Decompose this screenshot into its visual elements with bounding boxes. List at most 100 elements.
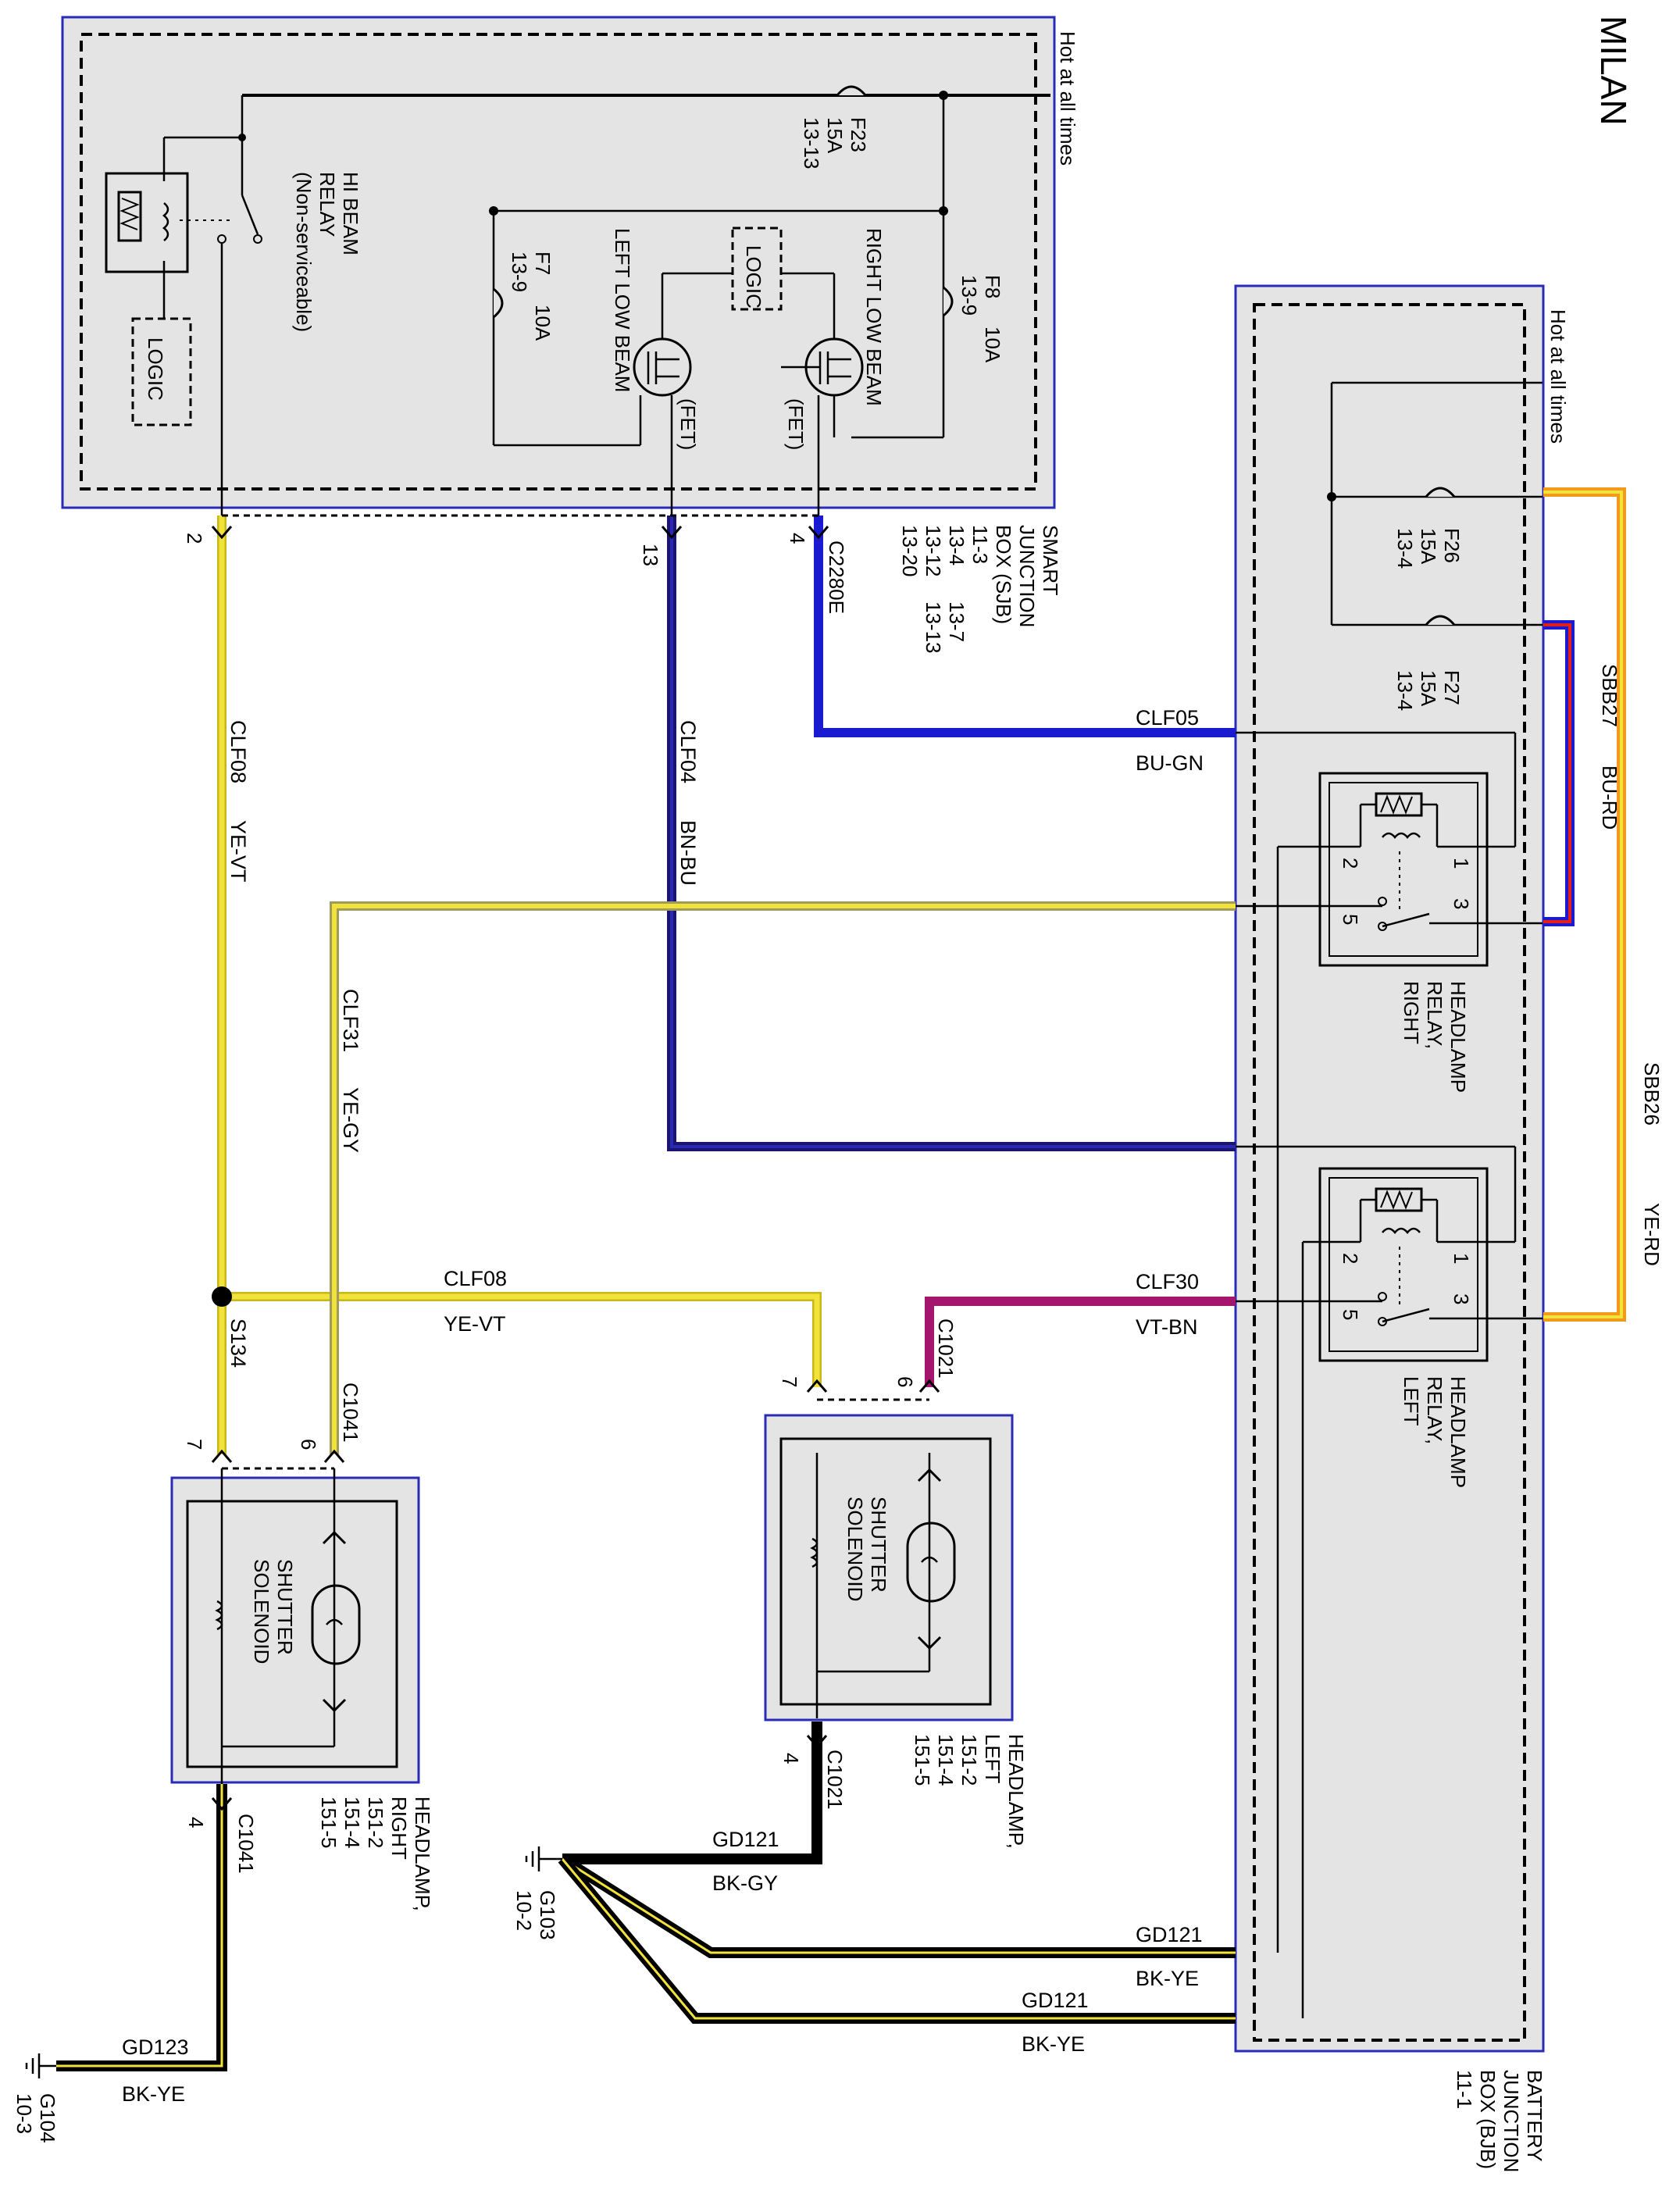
wire-gd121-ye2-color: BK-YE [1022,2032,1085,2056]
hi-beam-relay-line2: RELAY [316,172,339,237]
wire-clf04-id: CLF04 [676,720,700,783]
headlamp-relay-right [1318,772,1489,967]
sjb-ref-4: 13-20 [898,525,922,577]
fuse-f23-name: F23 [847,117,870,152]
headlamp-left-name-line1: HEADLAMP, [1004,1734,1028,1849]
fuse-f26-name: F26 [1440,528,1464,563]
headlamp-right-pin-6: 6 [297,1439,320,1450]
sjb-pin-4: 4 [786,533,809,544]
ground-g103-name: G103 [536,1890,559,1940]
fet-left-label: (FET) [676,398,700,450]
headlamp-right-name-line1: HEADLAMP, [411,1796,434,1911]
fet-right-label: (FET) [784,398,808,450]
ground-symbol-g103 [525,1846,562,1871]
headlamp-left-connector-top: C1021 [934,1318,958,1379]
headlamp-left-connector-bottom: C1021 [823,1750,847,1810]
relay-right-line3: RIGHT [1400,981,1423,1044]
headlamp-left-pin-6: 6 [893,1376,917,1387]
wire-clf31-id: CLF31 [339,989,362,1052]
fuse-f8-name: F8 [981,275,1004,298]
headlamp-right-connector-top: C1041 [339,1382,362,1443]
ground-symbol-g104 [25,2053,56,2078]
headlamp-left-solenoid-line2: SOLENOID [843,1497,867,1601]
headlamp-left-pin-7: 7 [778,1376,801,1387]
relay-left-line1: HEADLAMP [1446,1376,1470,1488]
relay-left-line3: LEFT [1400,1376,1423,1426]
ground-g104-ref: 10-3 [12,2093,36,2134]
relay-right-pin-5: 5 [1339,914,1362,925]
bjb-name-line3: BOX (BJB) [1476,2070,1500,2169]
wire-clf08-h-id: CLF08 [444,1267,507,1290]
bjb-hot-label: Hot at all times [1546,309,1570,444]
headlamp-right-ref-1: 151-2 [364,1796,387,1849]
fuse-f8-rating: 10A [981,326,1004,363]
harness-wires [56,487,1626,2071]
shutter-solenoid-left [810,1453,956,1718]
headlamp-right-pin-7: 7 [183,1439,206,1450]
headlamp-left-box [764,1414,1014,1721]
fuse-f7-name: F7 [531,252,555,275]
fuse-f7-rating: 10A [531,305,555,341]
fuse-f27-ref: 13-4 [1393,670,1417,711]
relay-left-pin-2: 2 [1339,1253,1362,1264]
fuse-f26-rating: 15A [1417,528,1440,565]
relay-right-pin-3: 3 [1450,898,1473,909]
wire-gd121-gy-color: BK-GY [712,1871,778,1895]
headlamp-right-ref-2: 151-4 [341,1796,364,1849]
logic-relay-label: LOGIC [144,337,167,401]
sjb-pin-13: 13 [639,544,662,566]
wire-gd123-id: GD123 [122,2035,189,2059]
smart-junction-box [61,16,1056,509]
fuse-f27-name: F27 [1440,670,1464,705]
wire-gd121-gy-id: GD121 [712,1828,779,1851]
relay-left-pin-1: 1 [1450,1253,1473,1264]
relay-right-line2: RELAY, [1423,981,1446,1049]
page-title: MILAN [1593,16,1634,126]
logic-center-label: LOGIC [742,245,765,309]
sjb-hot-label: Hot at all times [1056,31,1079,166]
fuse-f27-rating: 15A [1417,670,1440,707]
wire-sbb26-id: SBB26 [1640,1062,1662,1126]
bjb-name-line2: JUNCTION [1500,2070,1523,2172]
wire-gd123-color: BK-YE [122,2082,185,2106]
headlamp-left-name-line2: LEFT [981,1734,1004,1784]
ground-g103-ref: 10-2 [512,1890,536,1931]
sjb-name-line3: BOX (SJB) [992,525,1015,624]
relay-right-line1: HEADLAMP [1446,981,1470,1093]
sjb-connector-label: C2280E [825,541,848,614]
hi-beam-relay-line1: HI BEAM [339,172,362,255]
relay-wiring [1236,731,1543,2018]
wire-clf08-h-color: YE-VT [444,1312,506,1336]
bjb-internal-wiring [1327,381,1543,626]
relay-left-line2: RELAY, [1423,1376,1446,1444]
headlamp-right-connector-bottom: C1041 [234,1814,258,1874]
sjb-ref-5: 13-7 [945,601,968,642]
wire-gd121-ye2-id: GD121 [1022,1989,1089,2012]
wire-clf05-color: BU-GN [1136,751,1204,775]
headlamp-left-pin-4: 4 [779,1753,803,1764]
headlamp-right-name-line2: RIGHT [387,1796,411,1860]
wire-clf08-v-id: CLF08 [226,720,250,783]
wire-sbb27-color: BU-RD [1598,765,1621,830]
sjb-pin-2: 2 [183,533,206,544]
headlamp-left-ref-2: 151-4 [934,1734,958,1786]
fuse-f23-ref: 13-13 [800,117,823,169]
bjb-name-line4: 11-1 [1453,2070,1476,2109]
headlamp-right-pin-4: 4 [184,1817,208,1828]
headlamp-right-box [170,1476,420,1784]
bjb-name-line1: BATTERY [1523,2070,1546,2162]
sjb-name-line2: JUNCTION [1015,525,1039,627]
hi-beam-relay-line3: (Non-serviceable) [292,172,316,332]
headlamp-right-solenoid-line2: SOLENOID [250,1559,273,1664]
relay-left-pin-5: 5 [1339,1309,1362,1320]
wire-sbb26-color: YE-RD [1640,1203,1662,1266]
wire-clf04-color: BN-BU [676,820,700,886]
sjb-ref-6: 13-13 [922,601,945,654]
wire-gd121-ye1-id: GD121 [1136,1923,1203,1946]
right-low-beam-label: RIGHT LOW BEAM [862,228,886,406]
wire-clf31-color: YE-GY [339,1087,362,1153]
wire-sbb27-id: SBB27 [1598,664,1621,727]
wire-gd121-ye1-color: BK-YE [1136,1967,1199,1990]
splice-s134-dot [212,1286,232,1307]
left-low-beam-label: LEFT LOW BEAM [611,228,634,392]
